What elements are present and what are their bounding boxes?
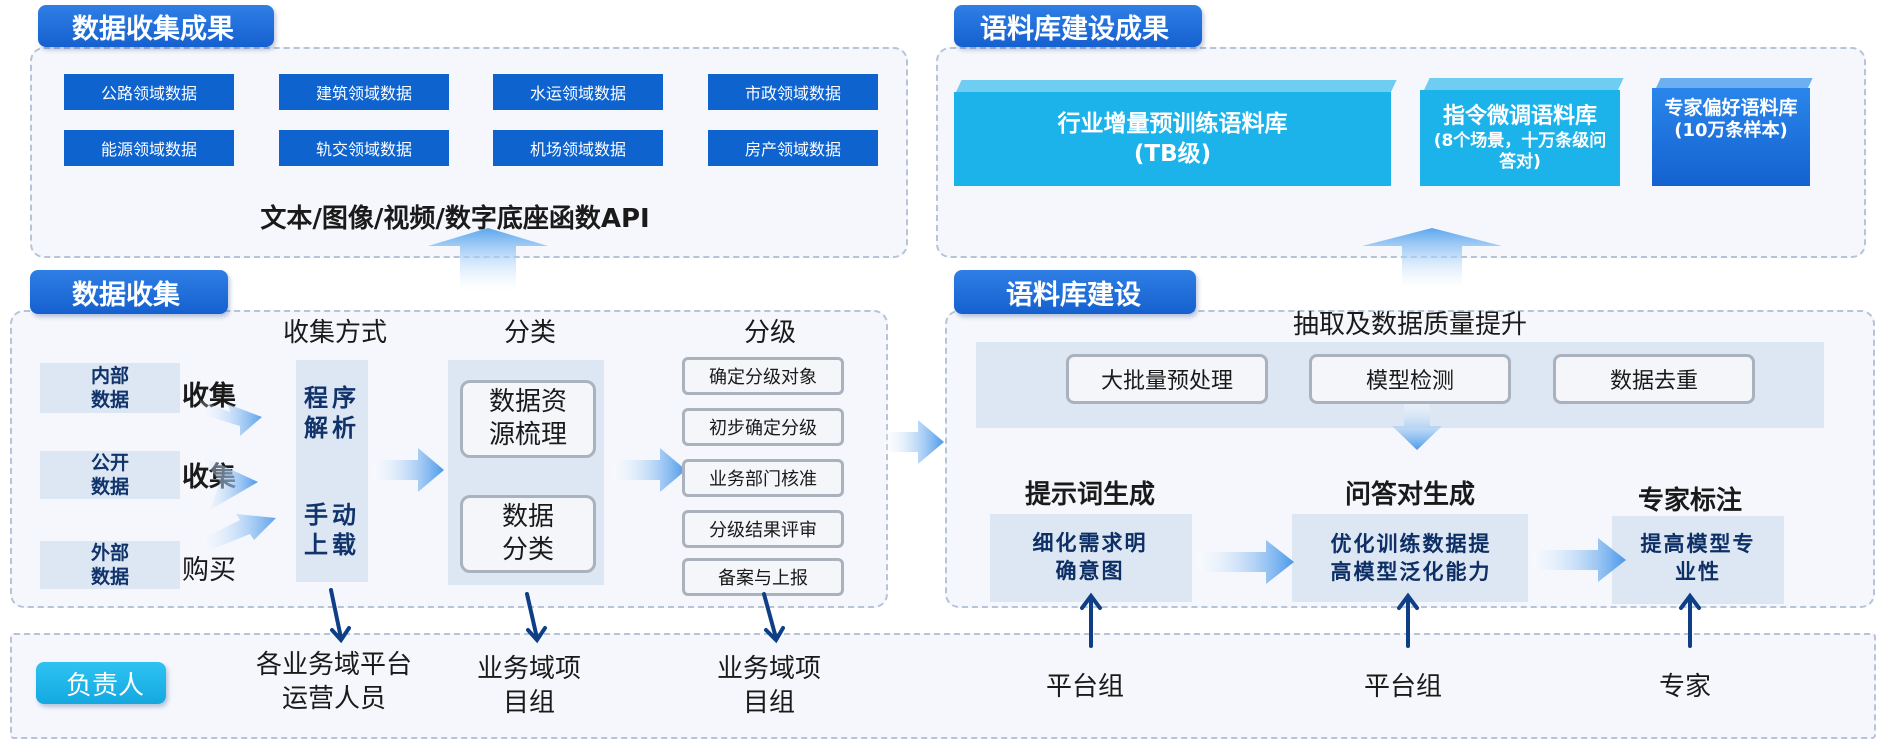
right-arrow-icon [1196, 540, 1294, 584]
stage-title: 提示词生成 [1024, 479, 1155, 510]
corpus-box-top [956, 80, 1397, 92]
owner-label: 业务域项目组 [716, 654, 821, 718]
stage-title: 专家标注 [1637, 485, 1742, 516]
domain-box: 市政领域数据 [708, 74, 878, 110]
collection-tag: 数据收集 [30, 270, 228, 314]
grade-item: 确定分级对象 [682, 357, 844, 395]
collection-results-tag: 数据收集成果 [38, 5, 274, 47]
stage-result-box [990, 514, 1192, 602]
up-arrow-icon [1362, 228, 1502, 290]
domain-box: 公路领域数据 [64, 74, 234, 110]
grade-item: 业务部门核准 [682, 459, 844, 497]
source-method: 购买 [182, 554, 236, 586]
corpus-sub: (10万条样本) [1674, 120, 1788, 141]
source-box-public: 公开数据 [40, 451, 180, 499]
corpus-build-tag: 语料库建设 [954, 270, 1196, 314]
domain-box: 机场领域数据 [493, 130, 663, 166]
owners-tag: 负责人 [36, 662, 166, 704]
right-arrow-icon [884, 420, 944, 464]
grade-title: 分级 [743, 317, 796, 348]
up-arrow-icon [428, 228, 548, 292]
owner-label: 平台组 [1045, 672, 1124, 702]
domain-box: 水运领域数据 [493, 74, 663, 110]
domain-box: 建筑领域数据 [279, 74, 449, 110]
stage-result: 提高模型专业性 [1640, 532, 1756, 584]
method-program-parse: 程序解析 [304, 384, 360, 442]
owner-label: 业务域项目组 [476, 654, 581, 718]
stage-result: 细化需求明确意图 [1032, 531, 1148, 583]
method-title: 收集方式 [282, 317, 387, 348]
classify-item: 数据分类 [460, 495, 596, 573]
stage-title: 问答对生成 [1344, 479, 1475, 510]
domain-box: 轨交领域数据 [279, 130, 449, 166]
classify-item: 数据资源梳理 [460, 380, 596, 458]
corpus-title: 专家偏好语料库 [1664, 97, 1798, 119]
stage-result-box [1292, 514, 1528, 602]
domain-box: 房产领域数据 [708, 130, 878, 166]
grade-item: 分级结果评审 [682, 510, 844, 548]
source-arrows [200, 400, 276, 550]
source-box-internal: 内部数据 [40, 363, 180, 413]
grade-item: 初步确定分级 [682, 408, 844, 446]
owner-label: 各业务域平台运营人员 [255, 650, 412, 714]
owner-arrows [329, 588, 785, 644]
process-item: 模型检测 [1309, 354, 1511, 404]
corpus-title: 行业增量预训练语料库 [1057, 111, 1288, 137]
corpus-results-tag: 语料库建设成果 [954, 5, 1202, 47]
source-box-external: 外部数据 [40, 541, 180, 589]
right-arrow-icon [612, 448, 686, 492]
right-arrow-icon [372, 448, 444, 492]
pretrain-corpus-box: 行业增量预训练语料库 (TB级) [954, 92, 1391, 186]
owner-label: 平台组 [1363, 672, 1442, 702]
corpus-title: 指令微调语料库 [1442, 104, 1597, 129]
domain-box: 能源领域数据 [64, 130, 234, 166]
owner-label: 专家 [1658, 672, 1711, 702]
corpus-sub: (8个场景，十万条级问答对) [1433, 131, 1607, 172]
stage-result: 优化训练数据提高模型泛化能力 [1330, 532, 1492, 584]
corpus-box-top [1656, 78, 1813, 88]
methods-column [296, 360, 368, 582]
right-arrow-icon [1530, 538, 1626, 582]
method-manual-upload: 手动上载 [304, 501, 360, 559]
extract-title: 抽取及数据质量提升 [1292, 309, 1527, 340]
owner-up-arrows [1080, 592, 1701, 648]
api-label: 文本/图像/视频/数字底座函数API [260, 203, 650, 234]
instruct-corpus-box: 指令微调语料库 (8个场景，十万条级问答对) [1420, 90, 1620, 186]
expert-corpus-box: 专家偏好语料库 (10万条样本) [1652, 88, 1810, 186]
down-arrow-icon [1392, 404, 1442, 450]
owners-panel [10, 633, 1876, 739]
corpus-box-top [1424, 78, 1624, 90]
process-item: 大批量预处理 [1066, 354, 1268, 404]
process-item: 数据去重 [1553, 354, 1755, 404]
corpus-sub: (TB级) [1133, 141, 1212, 167]
classify-title: 分类 [503, 317, 556, 348]
stage-result-box [1612, 516, 1784, 604]
